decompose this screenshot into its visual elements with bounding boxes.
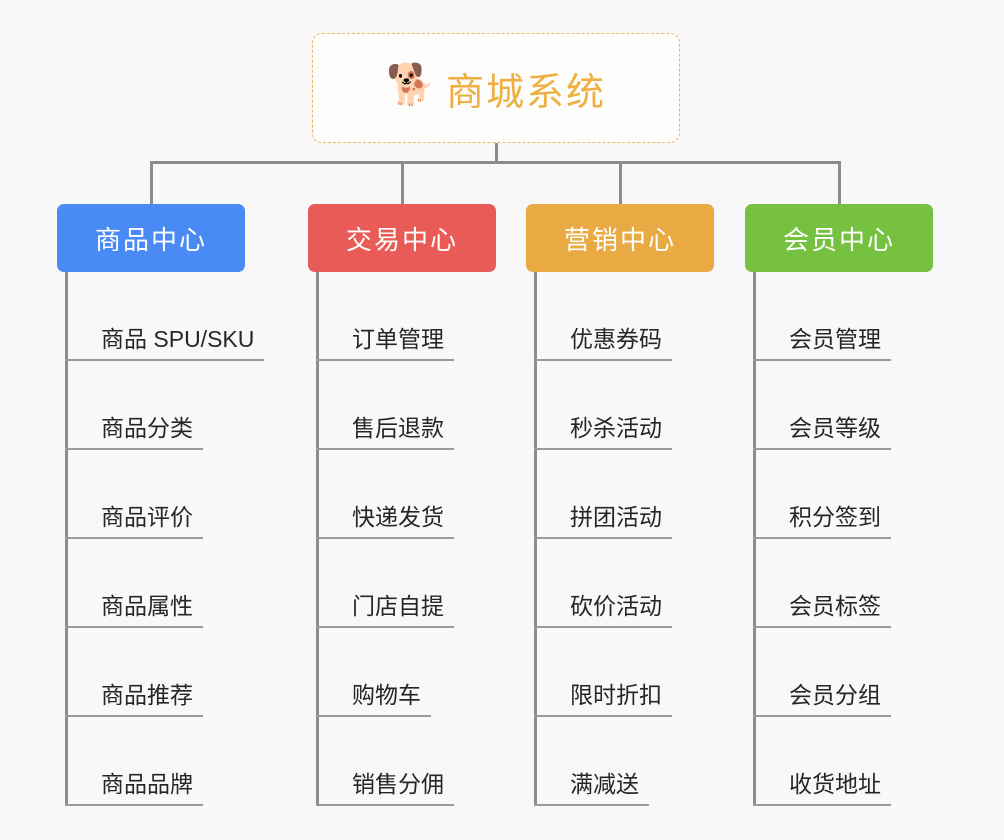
- category-header-2[interactable]: 交易中心: [308, 204, 496, 272]
- leaf-underline: [65, 537, 203, 539]
- leaf-label: 售后退款: [352, 415, 444, 441]
- leaf-underline: [316, 359, 454, 361]
- leaf-underline: [753, 626, 891, 628]
- root-title: 商城系统: [445, 71, 606, 114]
- leaf-label: 商品 SPU/SKU: [101, 326, 255, 352]
- leaf-label: 积分签到: [789, 504, 881, 530]
- leaf-label: 订单管理: [352, 326, 444, 352]
- leaf-underline: [753, 537, 891, 539]
- leaf-label: 商品推荐: [101, 682, 193, 708]
- leaf-label: 快递发货: [352, 504, 444, 530]
- leaf-item[interactable]: 购物车: [308, 628, 496, 717]
- leaf-item[interactable]: 拼团活动: [526, 450, 714, 539]
- leaf-label: 秒杀活动: [570, 415, 662, 441]
- leaf-label: 会员分组: [789, 682, 881, 708]
- leaf-label: 砍价活动: [570, 593, 662, 619]
- leaf-underline: [753, 804, 891, 806]
- leaf-underline: [316, 448, 454, 450]
- leaf-item[interactable]: 订单管理: [308, 272, 496, 361]
- leaf-underline: [316, 537, 454, 539]
- leaf-label: 收货地址: [789, 771, 881, 797]
- leaf-item[interactable]: 秒杀活动: [526, 361, 714, 450]
- leaf-underline: [316, 715, 431, 717]
- leaf-underline: [534, 448, 672, 450]
- category-header-1[interactable]: 商品中心: [57, 204, 245, 272]
- leaf-item[interactable]: 商品品牌: [57, 717, 245, 806]
- leaf-item[interactable]: 会员等级: [745, 361, 933, 450]
- leaf-label: 商品评价: [101, 504, 193, 530]
- connector-horizontal-bar: [151, 161, 839, 164]
- leaf-underline: [534, 804, 649, 806]
- category-column-1: 商品中心商品 SPU/SKU 商品分类商品评价商品属性商品推荐商品品牌: [57, 204, 264, 806]
- leaf-label: 会员管理: [789, 326, 881, 352]
- leaf-underline: [316, 626, 454, 628]
- category-column-3: 营销中心优惠券码秒杀活动拼团活动砍价活动限时折扣满减送: [526, 204, 714, 806]
- leaf-underline: [65, 448, 203, 450]
- connector-root-stem: [495, 143, 498, 163]
- branch-trunk-1: [65, 272, 68, 806]
- leaf-item[interactable]: 快递发货: [308, 450, 496, 539]
- connector-drop-3: [838, 161, 841, 204]
- leaf-underline: [753, 448, 891, 450]
- leaf-underline: [65, 359, 264, 361]
- leaf-label: 会员标签: [789, 593, 881, 619]
- leaf-underline: [316, 804, 454, 806]
- connector-drop-1: [401, 161, 404, 204]
- leaf-label: 会员等级: [789, 415, 881, 441]
- leaf-item[interactable]: 积分签到: [745, 450, 933, 539]
- leaf-item[interactable]: 会员管理: [745, 272, 933, 361]
- leaf-item[interactable]: 商品属性: [57, 539, 245, 628]
- category-column-2: 交易中心订单管理售后退款快递发货门店自提购物车销售分佣: [308, 204, 496, 806]
- leaf-item[interactable]: 销售分佣: [308, 717, 496, 806]
- leaf-item[interactable]: 门店自提: [308, 539, 496, 628]
- connector-drop-0: [150, 161, 153, 204]
- leaf-underline: [65, 715, 203, 717]
- leaf-item[interactable]: 商品评价: [57, 450, 245, 539]
- leaf-label: 拼团活动: [570, 504, 662, 530]
- connector-drop-2: [619, 161, 622, 204]
- leaf-underline: [65, 804, 203, 806]
- leaf-label: 销售分佣: [352, 771, 444, 797]
- leaf-underline: [753, 715, 891, 717]
- branch-3: 优惠券码秒杀活动拼团活动砍价活动限时折扣满减送: [526, 272, 714, 806]
- leaf-label: 购物车: [352, 682, 421, 708]
- leaf-label: 优惠券码: [570, 326, 662, 352]
- leaf-underline: [753, 359, 891, 361]
- leaf-underline: [534, 359, 672, 361]
- shiba-dog-emoji: 🐕: [385, 63, 436, 107]
- root-node[interactable]: 🐕 商城系统: [312, 33, 680, 143]
- branch-4: 会员管理会员等级积分签到会员标签会员分组收货地址: [745, 272, 933, 806]
- leaf-item[interactable]: 商品推荐: [57, 628, 245, 717]
- leaf-item[interactable]: 收货地址: [745, 717, 933, 806]
- branch-2: 订单管理售后退款快递发货门店自提购物车销售分佣: [308, 272, 496, 806]
- branch-trunk-4: [753, 272, 756, 806]
- category-header-3[interactable]: 营销中心: [526, 204, 714, 272]
- leaf-item[interactable]: 会员分组: [745, 628, 933, 717]
- leaf-label: 商品品牌: [101, 771, 193, 797]
- leaf-label: 商品属性: [101, 593, 193, 619]
- leaf-underline: [534, 715, 672, 717]
- leaf-label: 限时折扣: [570, 682, 662, 708]
- leaf-label: 满减送: [570, 771, 639, 797]
- leaf-label: 商品分类: [101, 415, 193, 441]
- leaf-underline: [534, 537, 672, 539]
- branch-trunk-3: [534, 272, 537, 806]
- branch-trunk-2: [316, 272, 319, 806]
- leaf-item[interactable]: 满减送: [526, 717, 714, 806]
- leaf-label: 门店自提: [352, 593, 444, 619]
- leaf-item[interactable]: 优惠券码: [526, 272, 714, 361]
- leaf-item[interactable]: 售后退款: [308, 361, 496, 450]
- category-header-4[interactable]: 会员中心: [745, 204, 933, 272]
- leaf-item[interactable]: 会员标签: [745, 539, 933, 628]
- leaf-underline: [65, 626, 203, 628]
- leaf-item[interactable]: 商品 SPU/SKU: [57, 272, 264, 361]
- leaf-item[interactable]: 限时折扣: [526, 628, 714, 717]
- leaf-item[interactable]: 砍价活动: [526, 539, 714, 628]
- branch-1: 商品 SPU/SKU 商品分类商品评价商品属性商品推荐商品品牌: [57, 272, 264, 806]
- category-column-4: 会员中心会员管理会员等级积分签到会员标签会员分组收货地址: [745, 204, 933, 806]
- leaf-underline: [534, 626, 672, 628]
- leaf-item[interactable]: 商品分类: [57, 361, 245, 450]
